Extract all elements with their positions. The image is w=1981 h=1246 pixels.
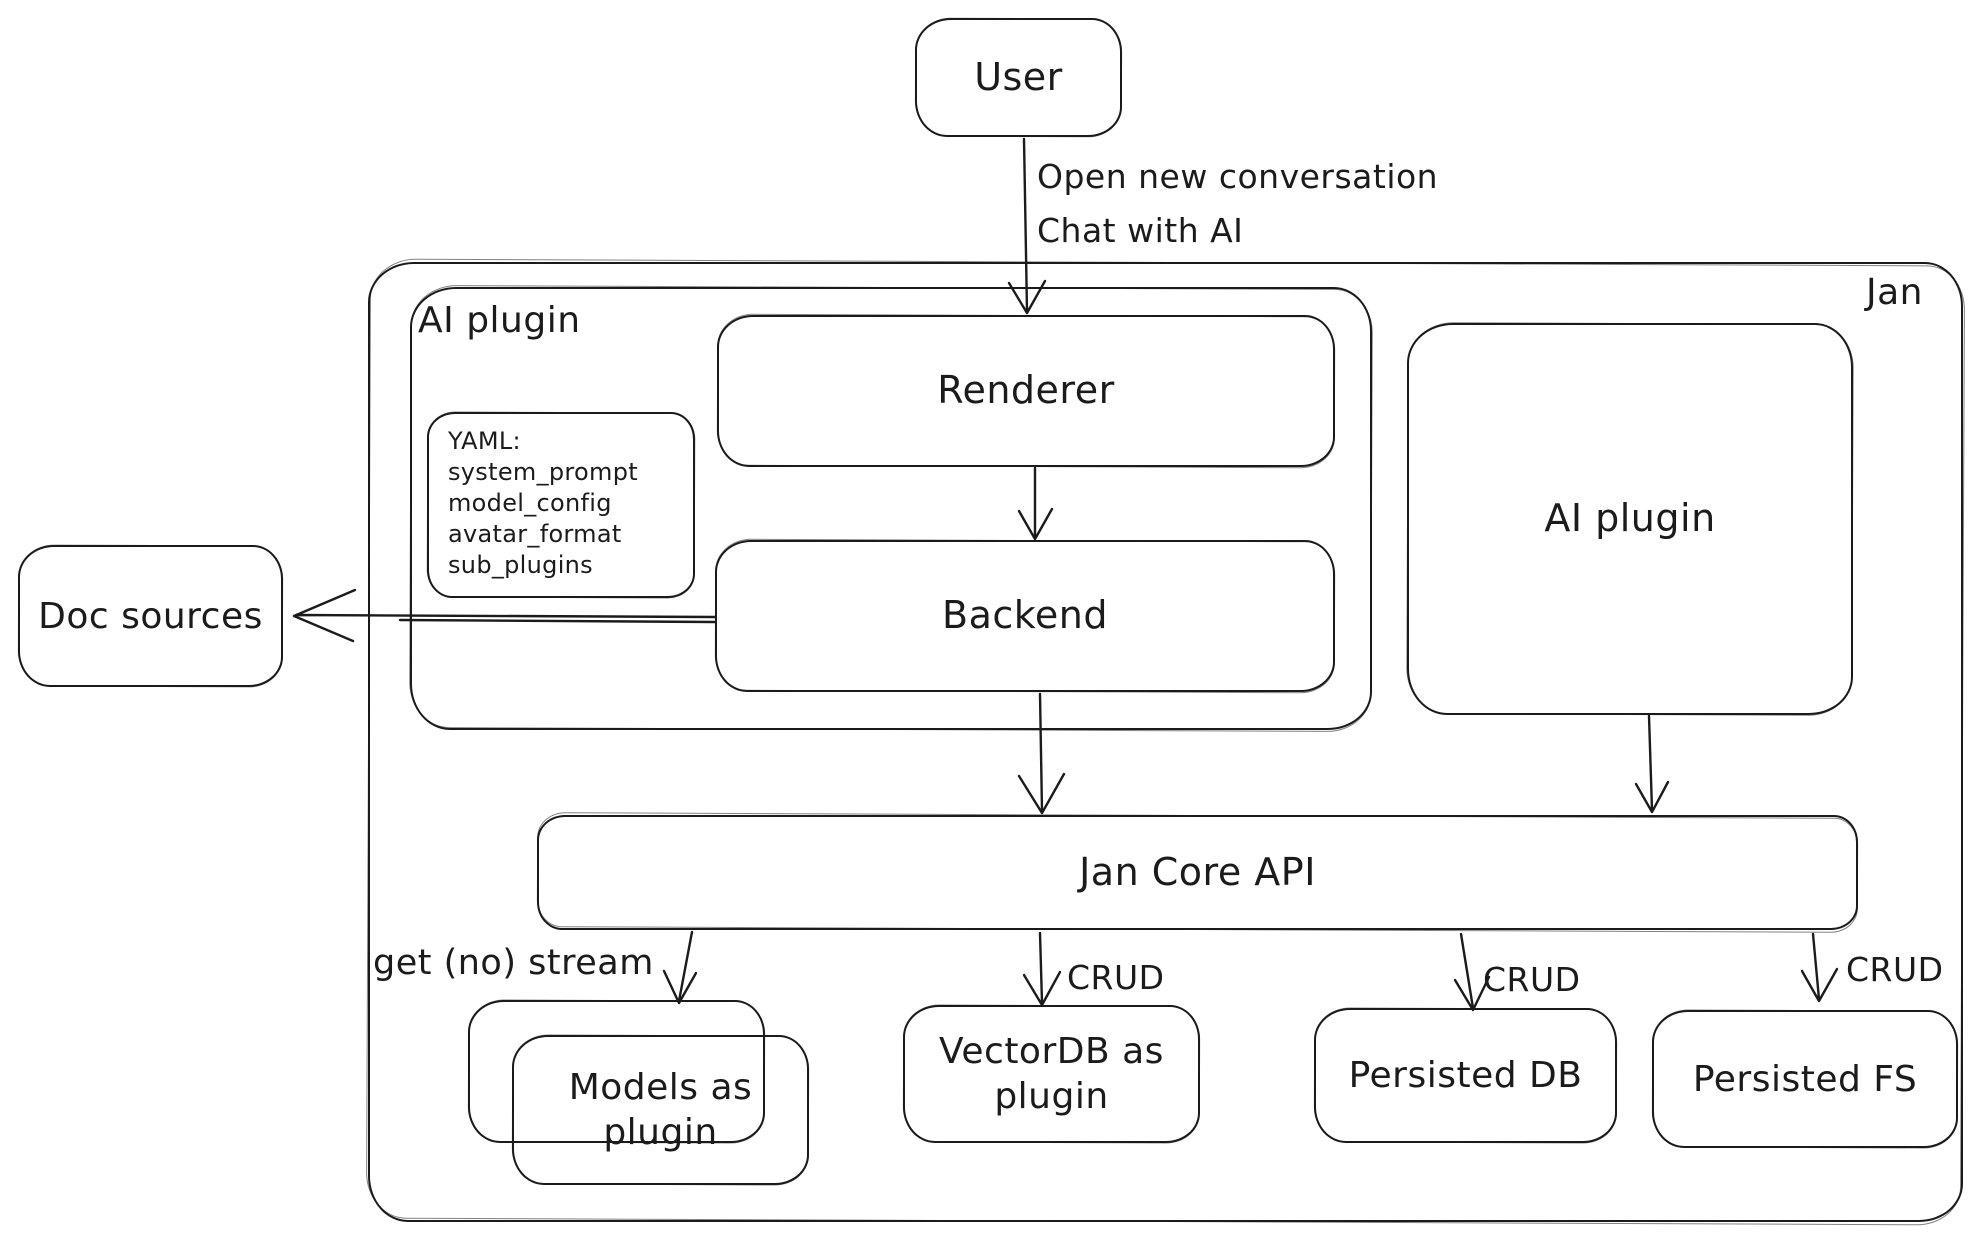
edge-label-line: Open new conversation [1037,157,1439,196]
yaml-note-line: sub_plugins [448,551,593,579]
jan-core-api-node-label: Jan Core API [1079,849,1316,894]
vectordb-as-plugin-node: VectorDB as plugin [903,1005,1200,1143]
yaml-note-line: avatar_format [448,520,622,548]
edge-label-get-no-stream: get (no) stream [373,943,654,983]
backend-node-label: Backend [942,593,1108,638]
edge-label-crud-persisted-fs: CRUD [1846,950,1944,989]
ai-plugin-group-box [410,287,1372,730]
models-as-plugin-node-label: Models as plugin [568,1067,753,1153]
user-node: User [915,18,1122,137]
edge-label-crud-persisted-db: CRUD [1483,960,1581,999]
user-node-label: User [974,54,1063,99]
yaml-note-line: YAML: [448,427,521,455]
persisted-db-node: Persisted DB [1314,1008,1617,1143]
persisted-db-node-label: Persisted DB [1348,1055,1583,1096]
jan-container-label: Jan [1866,272,1923,313]
edge-label-user-to-renderer: Open new conversation Chat with AI [1037,150,1438,258]
ai-plugin-right-node-label: AI plugin [1544,496,1716,541]
backend-node: Backend [715,540,1335,692]
yaml-note-line: system_prompt [448,458,638,486]
edge-label-line: Chat with AI [1037,211,1244,250]
renderer-node-label: Renderer [937,368,1115,413]
yaml-note-line: model_config [448,489,612,517]
edge-label-crud-vectordb: CRUD [1067,958,1165,997]
persisted-fs-node: Persisted FS [1652,1010,1958,1148]
doc-sources-node: Doc sources [18,545,283,687]
models-as-plugin-node: Models as plugin [512,1035,809,1185]
ai-plugin-group-label: AI plugin [418,300,581,341]
persisted-fs-node-label: Persisted FS [1692,1058,1918,1100]
vectordb-as-plugin-node-label: VectorDB as plugin [939,1031,1164,1117]
yaml-note-text: YAML: system_prompt model_config avatar_… [448,426,638,581]
doc-sources-node-label: Doc sources [38,595,263,637]
yaml-note-box: YAML: system_prompt model_config avatar_… [427,412,695,598]
jan-core-api-node: Jan Core API [537,815,1858,930]
renderer-node: Renderer [717,315,1335,467]
ai-plugin-right-node: AI plugin [1407,323,1853,715]
jan-container-box [368,262,1963,1222]
